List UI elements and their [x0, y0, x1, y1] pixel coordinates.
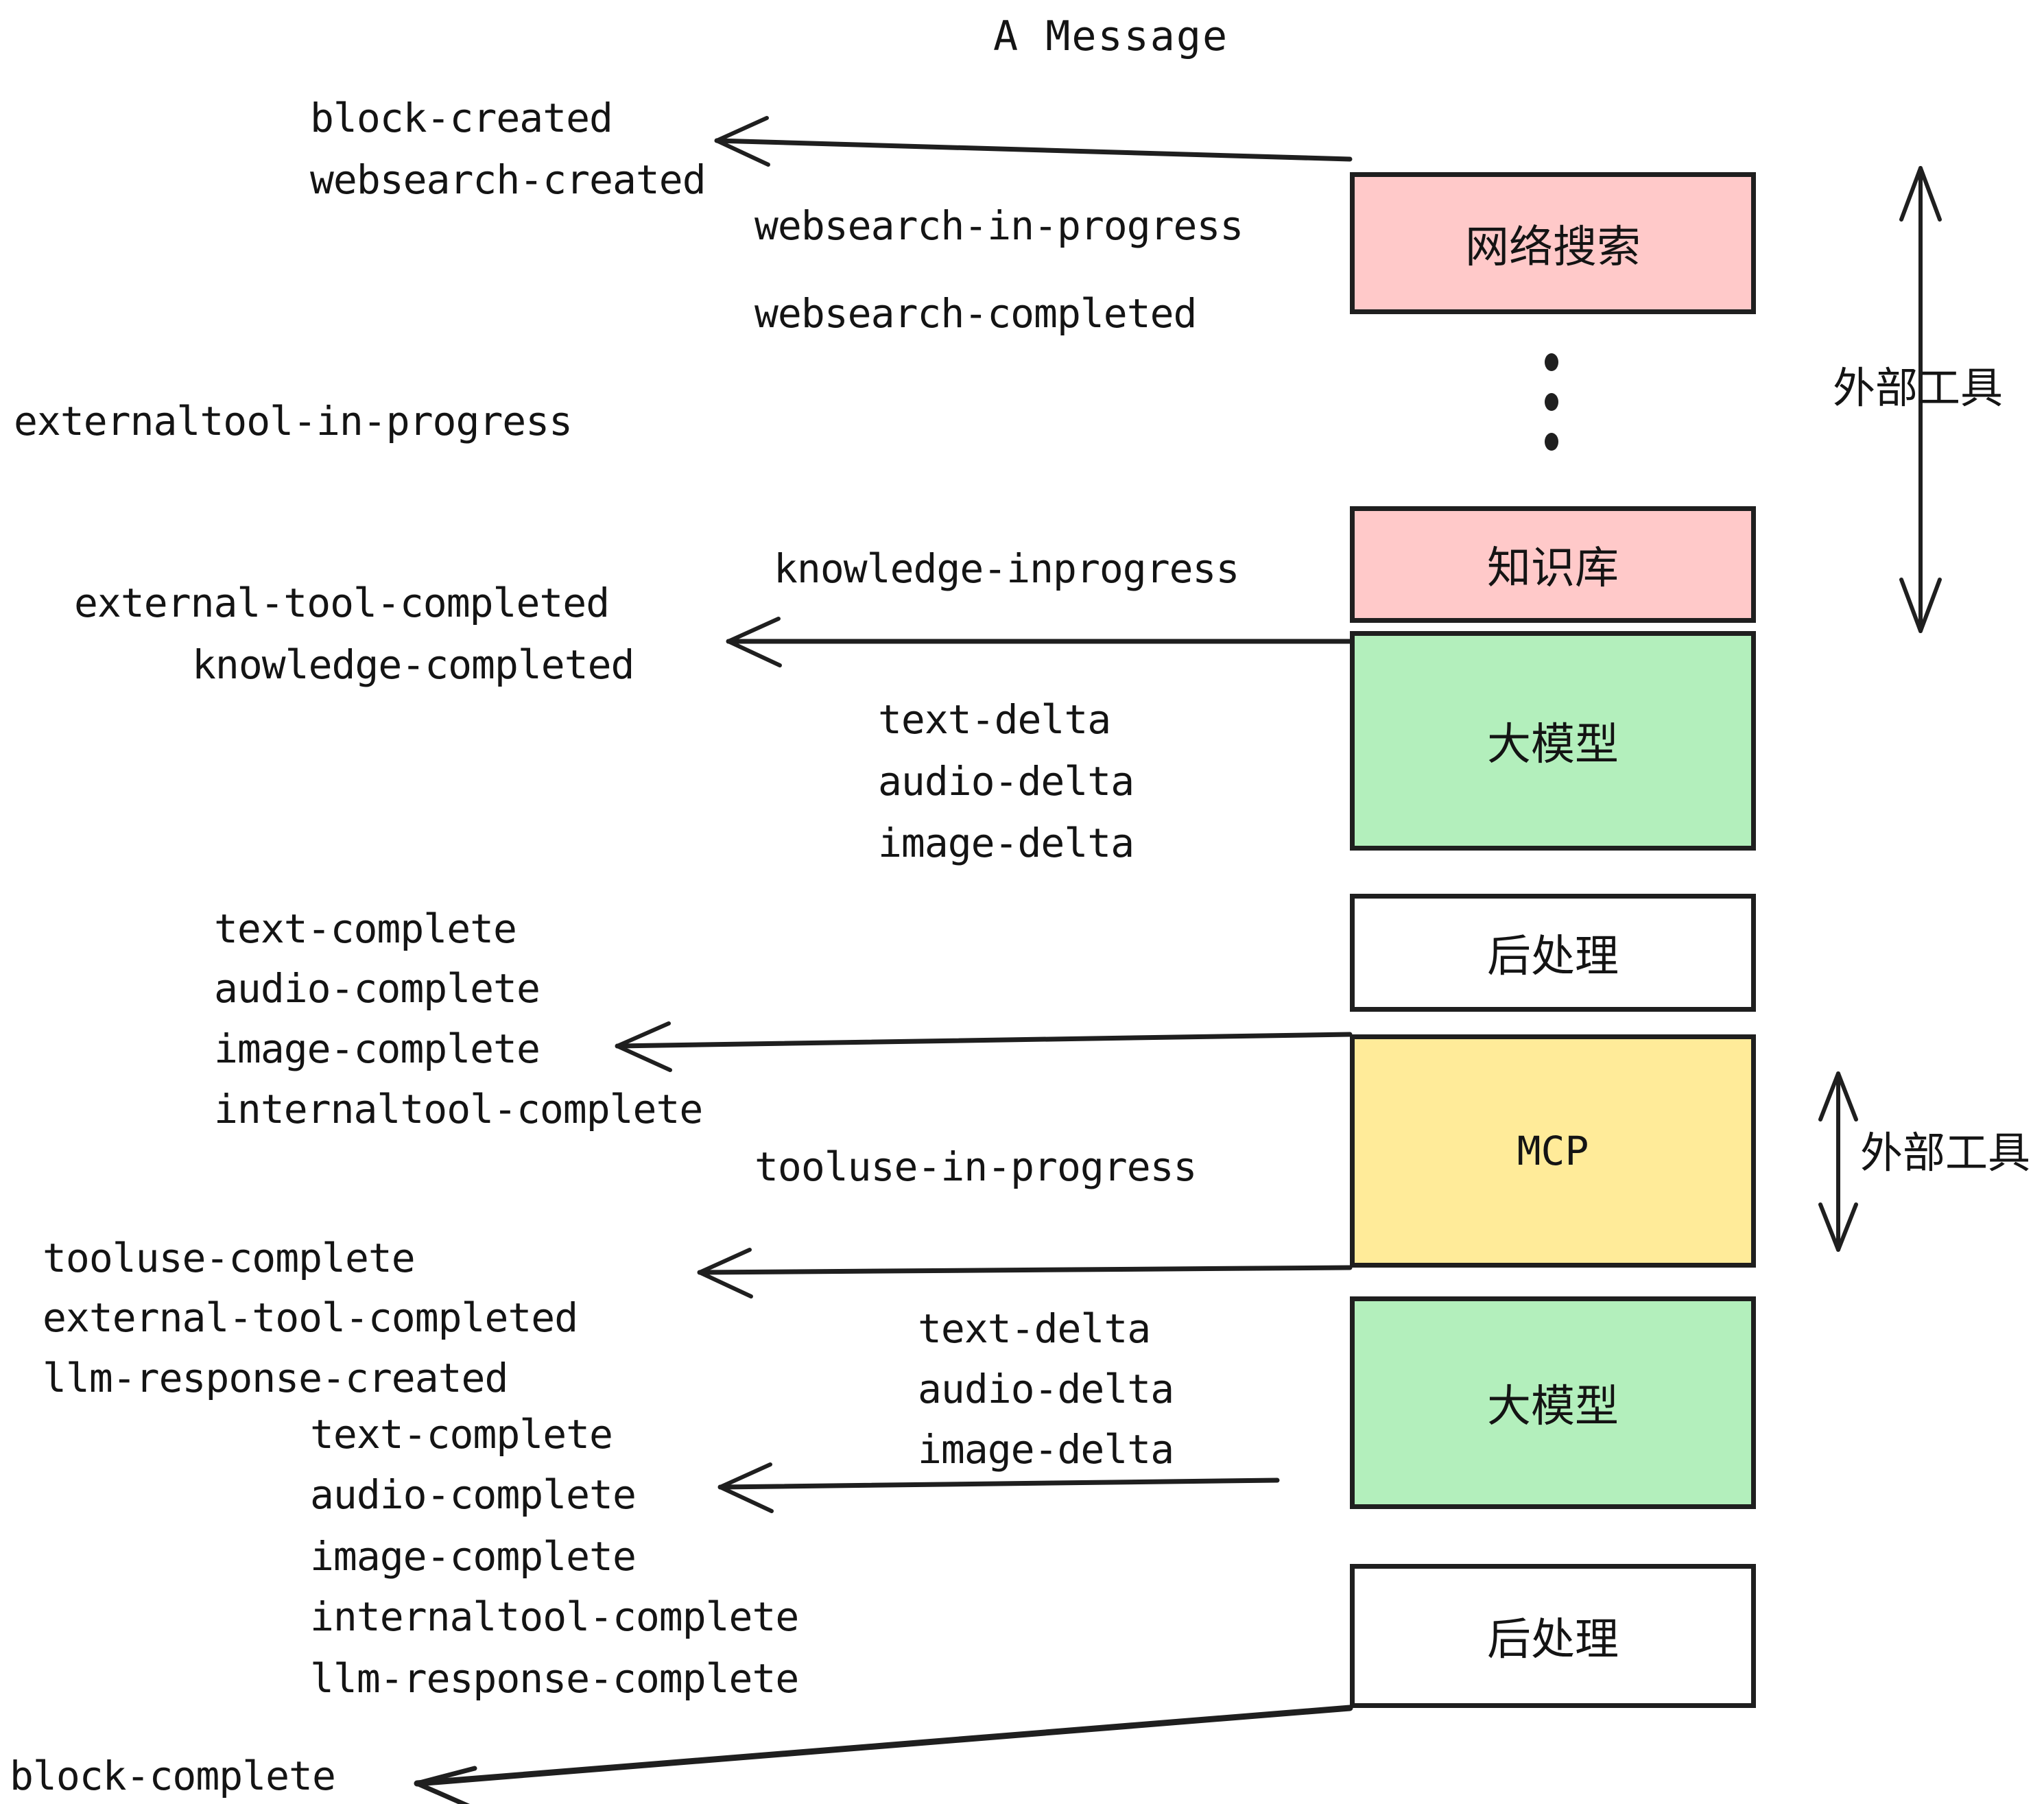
node-llm-upper[interactable]: 大模型 — [1350, 631, 1756, 851]
event-audio-complete-2: audio-complete — [310, 1471, 637, 1518]
ellipsis-dot — [1545, 353, 1558, 371]
event-text-complete-1: text-complete — [214, 905, 517, 952]
side-label-external-tools-lower: 外部工具 — [1860, 1118, 2030, 1180]
event-llm-response-complete: llm-response-complete — [310, 1655, 799, 1702]
event-externaltool-in-progress: externaltool-in-progress — [14, 398, 573, 444]
node-knowledge-label: 知识库 — [1487, 543, 1619, 594]
event-audio-complete-1: audio-complete — [214, 965, 540, 1012]
node-llm-lower[interactable]: 大模型 — [1350, 1296, 1756, 1509]
page-title: A Message — [993, 12, 1229, 60]
event-websearch-completed: websearch-completed — [754, 290, 1197, 337]
node-websearch-label: 网络搜索 — [1465, 222, 1641, 273]
event-knowledge-inprogress: knowledge-inprogress — [774, 545, 1239, 592]
event-external-tool-completed-2: external-tool-completed — [43, 1294, 578, 1341]
event-knowledge-completed: knowledge-completed — [192, 641, 634, 688]
event-image-delta-1: image-delta — [878, 820, 1134, 866]
node-postprocess-upper-label: 后处理 — [1487, 931, 1619, 982]
ellipsis-dot — [1545, 433, 1558, 451]
node-knowledge[interactable]: 知识库 — [1350, 506, 1756, 623]
event-internaltool-complete-2: internaltool-complete — [310, 1593, 799, 1640]
ellipsis-dot — [1545, 393, 1558, 411]
node-websearch[interactable]: 网络搜索 — [1350, 172, 1756, 314]
event-block-complete: block-complete — [10, 1753, 336, 1799]
node-llm-upper-label: 大模型 — [1487, 720, 1619, 770]
event-image-delta-2: image-delta — [918, 1426, 1174, 1473]
event-text-complete-2: text-complete — [310, 1411, 613, 1458]
side-label-external-tools-upper: 外部工具 — [1833, 353, 2003, 415]
event-block-created: block-created — [310, 95, 613, 141]
event-websearch-created: websearch-created — [310, 156, 706, 203]
side-label-upper-text: 外部工具 — [1833, 363, 2004, 413]
event-audio-delta-1: audio-delta — [878, 758, 1134, 805]
event-audio-delta-2: audio-delta — [918, 1366, 1174, 1412]
event-text-delta-1: text-delta — [878, 696, 1111, 743]
node-postprocess-upper[interactable]: 后处理 — [1350, 894, 1756, 1012]
node-postprocess-lower[interactable]: 后处理 — [1350, 1564, 1756, 1708]
node-mcp-label: MCP — [1517, 1128, 1589, 1174]
event-tooluse-complete: tooluse-complete — [43, 1235, 416, 1281]
event-image-complete-2: image-complete — [310, 1533, 637, 1580]
event-text-delta-2: text-delta — [918, 1305, 1151, 1352]
event-llm-response-created: llm-response-created — [43, 1355, 508, 1401]
node-llm-lower-label: 大模型 — [1487, 1381, 1619, 1432]
event-websearch-in-progress: websearch-in-progress — [754, 202, 1244, 249]
side-label-lower-text: 外部工具 — [1860, 1128, 2031, 1178]
node-postprocess-lower-label: 后处理 — [1487, 1615, 1619, 1665]
event-internaltool-complete-1: internaltool-complete — [214, 1086, 703, 1132]
event-external-tool-completed-1: external-tool-completed — [74, 580, 610, 626]
event-image-complete-1: image-complete — [214, 1025, 540, 1072]
node-mcp[interactable]: MCP — [1350, 1034, 1756, 1268]
event-tooluse-in-progress: tooluse-in-progress — [754, 1143, 1197, 1190]
